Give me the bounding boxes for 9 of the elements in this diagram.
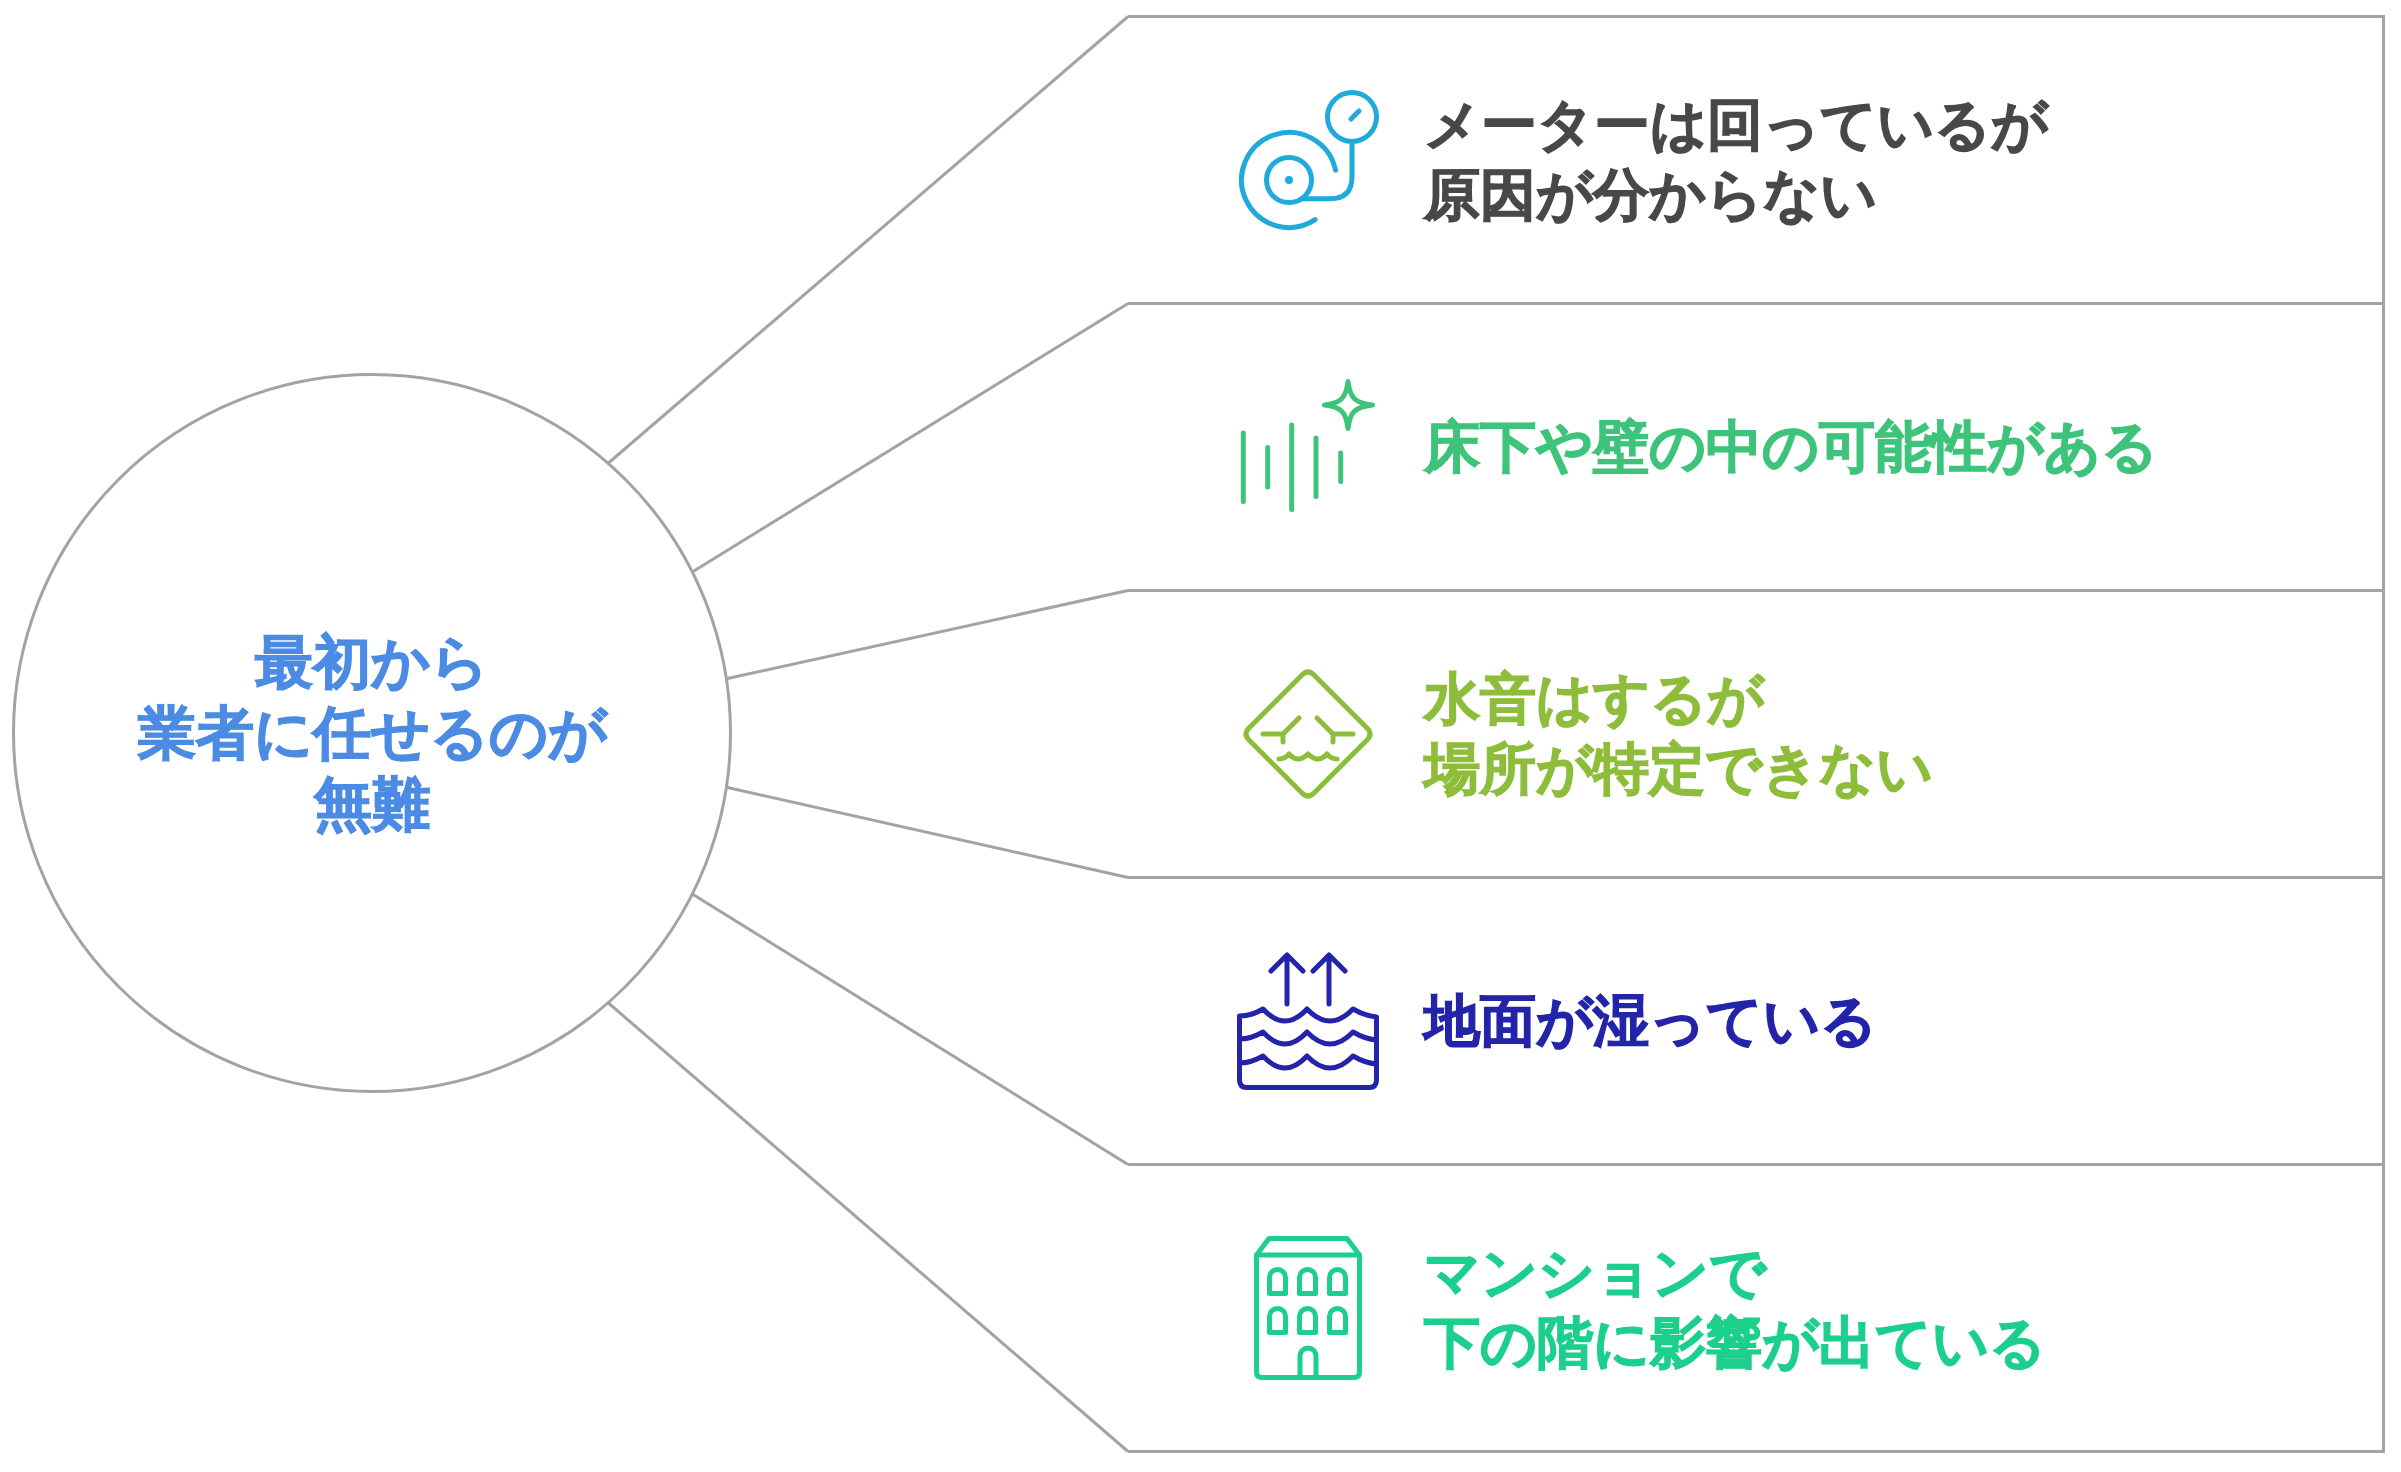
topic-circle [12, 373, 732, 1093]
fan-band [1128, 15, 2385, 305]
issue-text: マンションで下の階に影響が出ている [1424, 1239, 2046, 1377]
topic-text: 最初から業者に任せるのが無難 [137, 626, 607, 840]
issue-text: 水音はするが場所が特定できない [1424, 665, 1933, 803]
issue-text: メーターは回っているが原因が分からない [1424, 91, 2048, 229]
issue-text: 地面が湿っている [1424, 987, 1877, 1055]
issue-text: 床下や壁の中の可能性がある [1424, 413, 2158, 481]
fan-band [1128, 1163, 2385, 1453]
